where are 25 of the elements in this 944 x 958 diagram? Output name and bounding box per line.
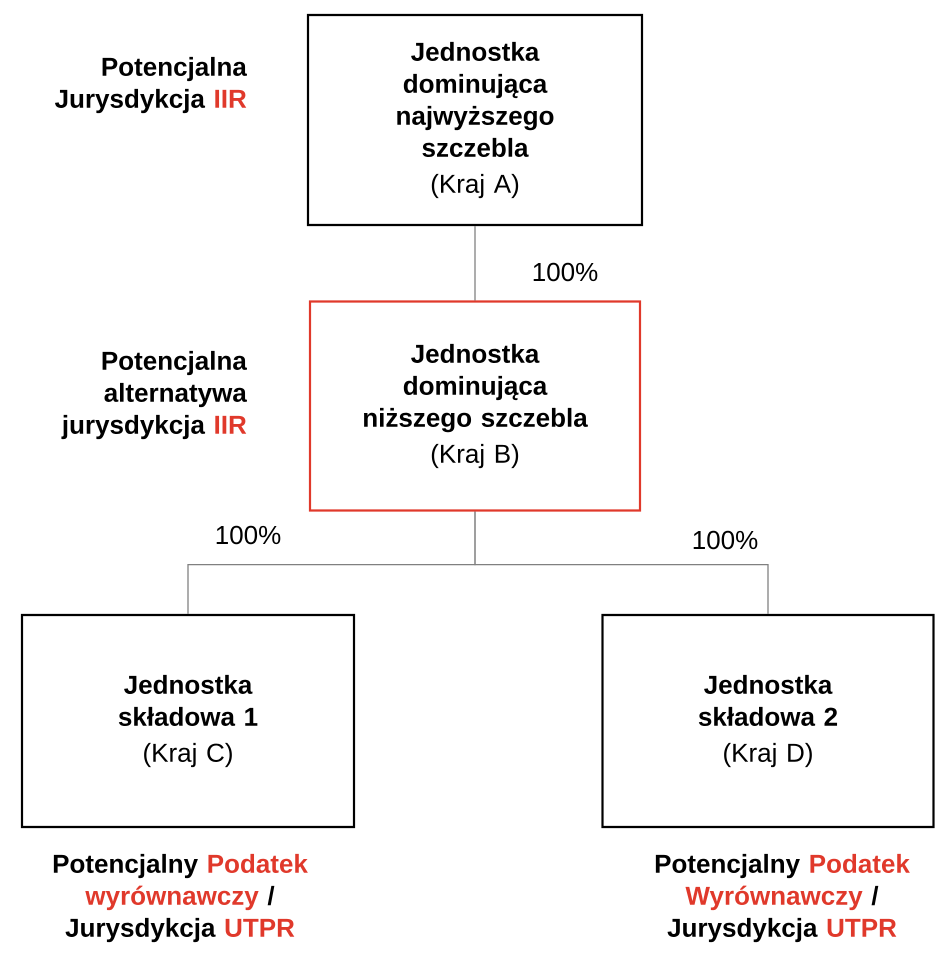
connector-line bbox=[474, 226, 476, 300]
label: UTPR bbox=[226, 918, 294, 937]
jurisdiction-note: Potencjalna Jurysdykcja IIR bbox=[54, 56, 247, 114]
percentage-label: 100% bbox=[216, 526, 280, 544]
entity-box: Jednostka dominująca niższego szczebla (Kraj B) bbox=[308, 300, 642, 512]
entity-box: Jednostka składowa 2 (Kraj D) bbox=[601, 614, 935, 828]
connector-line bbox=[474, 512, 769, 614]
label: Jurysdykcja bbox=[668, 918, 818, 942]
jurisdiction-note: Potencjalna alternatywa jurysdykcja IIR bbox=[61, 350, 247, 440]
label: Jurysdykcja bbox=[66, 918, 216, 942]
label: Wyrównawczy bbox=[685, 886, 863, 910]
label: Potencjalny bbox=[54, 854, 198, 878]
label: wyrównawczy bbox=[85, 886, 259, 910]
label: Podatek bbox=[208, 854, 308, 873]
jurisdiction-note: Potencjalny Podatek wyrównawczy / Jurysdykcja UTPR bbox=[54, 854, 308, 942]
percentage-label: 100% bbox=[534, 262, 598, 282]
percentage-label: 100% bbox=[694, 530, 758, 550]
entity-box: Jednostka składowa 1 (Kraj C) bbox=[20, 614, 356, 828]
entity-box: Jednostka dominująca najwyższego szczebla (Kraj A) bbox=[306, 14, 644, 226]
label: / bbox=[872, 886, 878, 906]
label: Potencjalny bbox=[656, 854, 800, 878]
label: / bbox=[268, 886, 274, 906]
label: UTPR bbox=[828, 918, 896, 937]
jurisdiction-note: Potencjalny Podatek Wyrównawczy / Jurysdykcja UTPR bbox=[656, 854, 910, 942]
label: Podatek bbox=[810, 854, 910, 873]
